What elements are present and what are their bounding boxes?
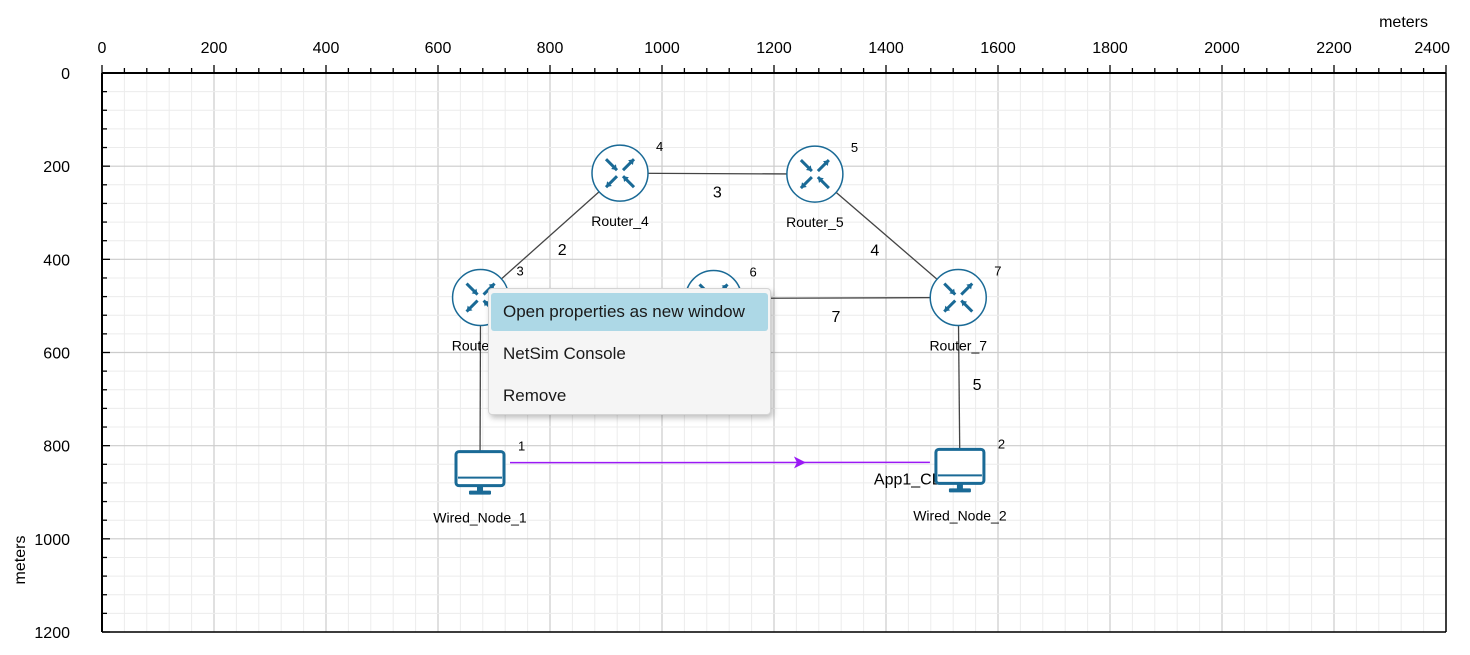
link-label: 7: [831, 309, 840, 326]
x-tick-label: 2400: [1414, 40, 1450, 57]
x-axis-unit: meters: [1379, 14, 1428, 31]
x-tick-label: 0: [98, 40, 107, 57]
grid: [101, 72, 1447, 633]
device-label: Router_7: [929, 338, 987, 354]
applications: App1_CBR: [509, 456, 954, 488]
router-arrow-head: [488, 283, 495, 290]
device-number: 4: [656, 139, 663, 154]
y-tick-label: 600: [43, 346, 70, 363]
y-tick-label: 200: [43, 159, 70, 176]
monitor-base: [469, 490, 491, 495]
y-axis-unit: meters: [12, 536, 29, 585]
x-tick-label: 200: [201, 40, 228, 57]
link-label: 3: [713, 185, 722, 202]
x-tick-label: 1800: [1092, 40, 1128, 57]
device-label: Wired_Node_2: [913, 507, 1007, 523]
router-arrow-head: [805, 165, 812, 172]
link-line: [957, 297, 961, 471]
monitor-neck: [956, 483, 963, 490]
menu-item-remove[interactable]: Remove: [503, 386, 567, 405]
router-arrow-head: [800, 182, 807, 189]
router-arrow-head: [961, 300, 968, 307]
router-arrow-head: [817, 177, 824, 183]
device-number: 1: [518, 439, 525, 454]
menu-item-netsim-console[interactable]: NetSim Console: [503, 344, 626, 363]
router-icon: [591, 144, 649, 202]
monitor-base: [948, 488, 971, 493]
y-tick-label: 1200: [34, 625, 70, 642]
device-number: 5: [851, 140, 858, 155]
device-number: 7: [994, 264, 1001, 279]
x-tick-label: 1400: [868, 40, 904, 57]
router-arrow-head: [944, 305, 951, 312]
link-line: [814, 173, 959, 299]
router-arrow-head: [471, 288, 478, 295]
y-tick-label: 1000: [34, 532, 70, 549]
router-arrow-head: [466, 305, 473, 312]
device-label: Router_4: [591, 213, 649, 229]
router-icon: [786, 145, 844, 203]
router-arrow-head: [822, 160, 829, 166]
router-icon: [929, 268, 987, 327]
link-line: [480, 172, 621, 299]
router-arrow-head: [611, 164, 617, 171]
y-tick-label: 0: [61, 66, 70, 83]
link-label: 5: [973, 377, 982, 394]
device-label: Wired_Node_1: [433, 510, 527, 526]
device-number: 6: [750, 264, 757, 279]
x-tick-label: 2200: [1316, 40, 1352, 57]
device-number: 3: [517, 264, 524, 279]
context-menu: Open properties as new window NetSim Con…: [488, 288, 771, 415]
y-tick-label: 400: [43, 252, 70, 269]
monitor-neck: [477, 485, 483, 492]
link-label: 4: [870, 242, 879, 259]
menu-item-open-properties[interactable]: Open properties as new window: [491, 293, 768, 331]
device-label: Router_5: [786, 214, 844, 230]
x-tick-label: 800: [537, 40, 564, 57]
link-line: [619, 172, 815, 175]
link-line: [479, 297, 482, 473]
x-tick-label: 2000: [1204, 40, 1240, 57]
router-arrow-head: [949, 288, 956, 295]
router-arrow-head: [628, 159, 634, 166]
application-label: App1_CBR: [874, 471, 954, 488]
device-number: 2: [998, 436, 1005, 451]
monitor-icon: [934, 447, 986, 485]
router-arrow-head: [606, 181, 612, 188]
router-arrow-head: [483, 300, 490, 307]
y-tick-label: 800: [43, 439, 70, 456]
x-tick-label: 1600: [980, 40, 1016, 57]
x-tick-label: 1000: [644, 40, 680, 57]
router-arrow-head: [623, 176, 629, 183]
link-label: 2: [558, 242, 567, 259]
router-arrow-head: [966, 283, 973, 290]
monitor-icon: [454, 450, 506, 488]
x-tick-label: 600: [425, 40, 452, 57]
x-tick-label: 400: [313, 40, 340, 57]
x-tick-label: 1200: [756, 40, 792, 57]
